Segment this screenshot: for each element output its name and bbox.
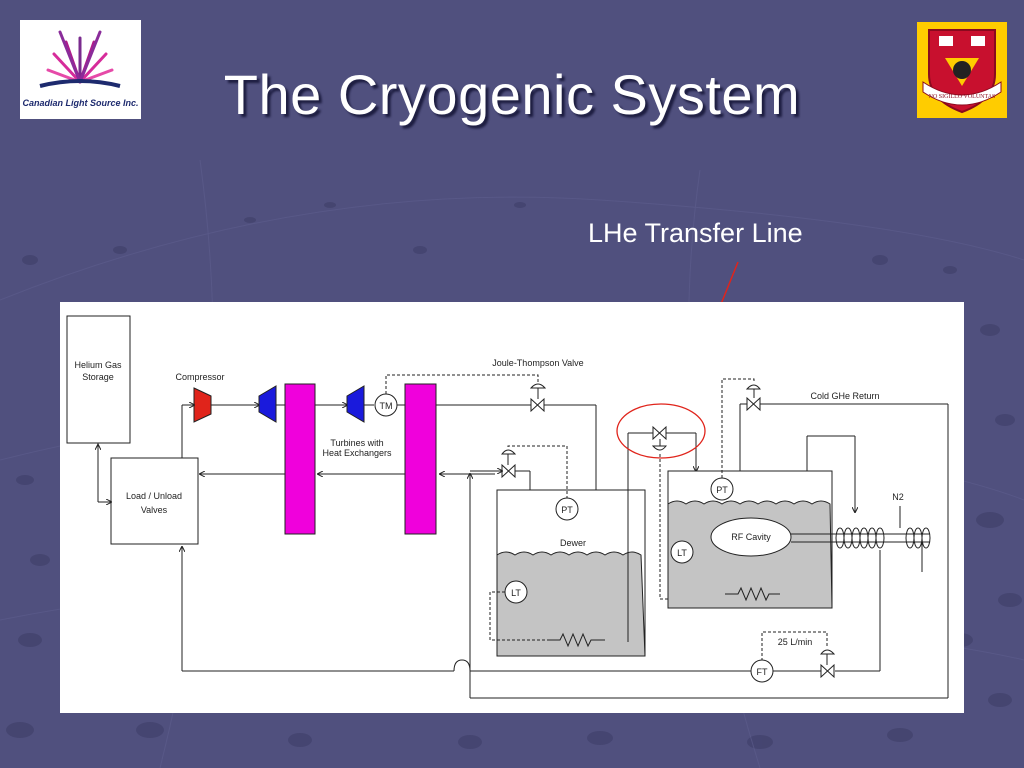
rf-pt-label: PT (716, 485, 728, 495)
rf-lt-sensor (670, 540, 694, 564)
dewar-liquid (496, 551, 646, 657)
rf-heater-icon (725, 586, 780, 602)
dewar-label: Dewer (560, 538, 586, 548)
slide-title: The Cryogenic System (223, 63, 801, 126)
transfer-line-valve-icon (652, 425, 667, 441)
helium-storage-label-2: Storage (82, 372, 114, 382)
n2-label: N2 (892, 492, 904, 502)
crest-motto: NO SIGILLO VOLUNTAS (929, 94, 996, 100)
load-unload-label-2: Valves (141, 505, 168, 515)
n2-cooling-coils (835, 527, 931, 549)
turbine-1-icon (258, 385, 277, 423)
logo-text: Canadian Light Source Inc. (22, 98, 139, 108)
flow-rate-label: 25 L/min (778, 637, 813, 647)
cryogenic-system-diagram: Helium Gas Storage Load / Unload Valves … (60, 302, 964, 713)
turbines-label-1: Turbines with (330, 438, 383, 448)
turbines-label-2: Heat Exchangers (322, 448, 392, 458)
transfer-line-highlight (616, 403, 706, 459)
turbine-2-icon (346, 385, 365, 423)
helium-storage-label-1: Helium Gas (74, 360, 122, 370)
university-crest-logo: NO SIGILLO VOLUNTAS (917, 22, 1007, 118)
load-unload-valves-box (110, 457, 199, 545)
tm-label: TM (380, 401, 393, 411)
ft-label: FT (757, 667, 768, 677)
jt-valve-icon (530, 397, 545, 413)
canadian-light-source-logo: Canadian Light Source Inc. (20, 20, 141, 119)
jt-valve-label: Joule-Thompson Valve (492, 358, 583, 368)
heat-exchanger-1 (284, 383, 316, 535)
cold-ghe-return-label: Cold GHe Return (810, 391, 879, 401)
compressor-label: Compressor (175, 372, 224, 382)
rf-cavity (710, 517, 792, 557)
rf-cavity-label: RF Cavity (731, 532, 771, 542)
rf-lt-label: LT (677, 548, 687, 558)
dewar-lt-label: LT (511, 588, 521, 598)
dewar-heater-icon (548, 632, 605, 648)
lhe-transfer-line-callout: LHe Transfer Line (588, 218, 803, 248)
starburst-logo-icon (39, 30, 121, 88)
heat-exchanger-2 (404, 383, 437, 535)
compressor-icon (193, 387, 212, 423)
dewar-pt-label: PT (561, 505, 573, 515)
load-unload-label-1: Load / Unload (126, 491, 182, 501)
